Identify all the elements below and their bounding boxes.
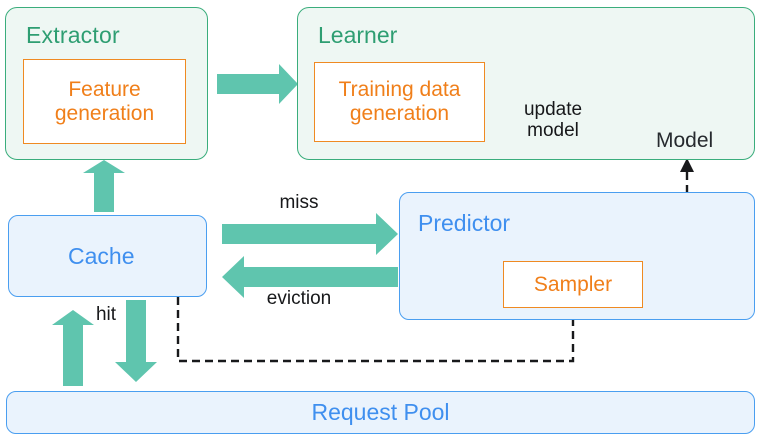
cache-title: Cache bbox=[68, 243, 135, 269]
arrow-cache-to-predictor-miss bbox=[222, 213, 398, 255]
request-pool-title: Request Pool bbox=[311, 399, 450, 425]
training-data-generation-box[interactable]: Training data generation bbox=[314, 62, 485, 142]
predictor-title: Predictor bbox=[418, 210, 511, 236]
model-label: Model bbox=[656, 129, 714, 152]
hit-label: hit bbox=[95, 304, 117, 325]
arrow-extractor-to-learner bbox=[217, 64, 298, 104]
feature-generation-label: Feature generation bbox=[54, 77, 155, 125]
sampler-box[interactable]: Sampler bbox=[503, 261, 643, 308]
miss-label: miss bbox=[279, 192, 319, 213]
group-request-pool[interactable]: Request Pool bbox=[6, 391, 755, 434]
extractor-title: Extractor bbox=[26, 22, 120, 48]
sampler-label: Sampler bbox=[533, 272, 613, 296]
training-data-generation-label: Training data generation bbox=[338, 78, 461, 125]
eviction-label: eviction bbox=[266, 288, 332, 309]
learner-title: Learner bbox=[318, 22, 398, 48]
arrow-cache-to-extractor bbox=[83, 160, 125, 212]
feature-generation-box[interactable]: Feature generation bbox=[23, 59, 186, 144]
group-cache[interactable] bbox=[8, 215, 207, 297]
update-model-label: update model bbox=[523, 99, 583, 141]
